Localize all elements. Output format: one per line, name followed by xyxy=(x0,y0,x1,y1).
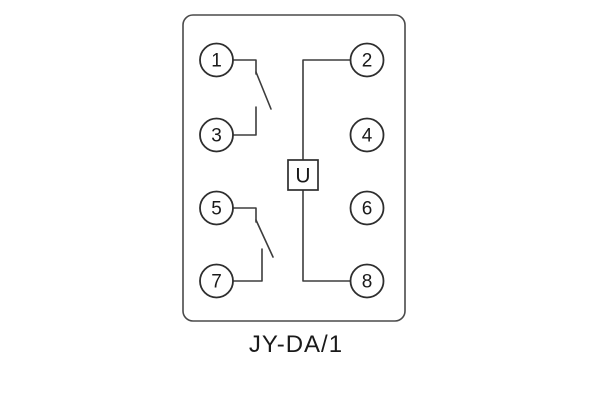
terminal-2-circle xyxy=(349,42,385,78)
terminal-4-circle xyxy=(349,117,385,153)
terminal-2-number: 2 xyxy=(362,51,373,72)
terminal-4-number: 4 xyxy=(362,126,373,147)
terminal-1-number: 1 xyxy=(211,51,222,72)
terminal-6-number: 6 xyxy=(362,199,373,220)
terminal-7-circle xyxy=(199,263,234,299)
terminal-6-circle xyxy=(349,190,385,226)
terminal-7: 7 xyxy=(199,263,234,299)
terminal-5-number: 5 xyxy=(211,199,222,220)
terminal-5-circle xyxy=(199,190,234,226)
terminal-7-number: 7 xyxy=(211,272,222,293)
terminal-3: 3 xyxy=(199,117,234,153)
wire-u-to-terminal8 xyxy=(302,189,351,282)
terminal-3-circle xyxy=(199,117,234,153)
terminal-8-circle xyxy=(349,263,385,299)
wire-terminal2-to-u xyxy=(302,59,351,161)
terminal-3-number: 3 xyxy=(211,126,222,147)
wire-terminal7-lead xyxy=(232,248,263,282)
terminal-6: 6 xyxy=(349,190,385,226)
wire-terminal1-lead xyxy=(232,59,257,75)
relay-body-outline xyxy=(182,14,406,322)
wire-terminal5-lead xyxy=(232,207,257,223)
terminal-5: 5 xyxy=(199,190,234,226)
component-u-box xyxy=(287,159,319,191)
terminal-1-circle xyxy=(199,42,234,78)
terminal-8: 8 xyxy=(349,263,385,299)
wire-terminal3-lead xyxy=(232,106,257,136)
terminal-1: 1 xyxy=(199,42,234,78)
terminal-2: 2 xyxy=(349,42,385,78)
diagram-caption: JY-DA/1 xyxy=(249,331,343,358)
contact-blade-1-3 xyxy=(255,71,272,110)
component-u-label: U xyxy=(295,165,310,188)
terminal-8-number: 8 xyxy=(362,272,373,293)
terminal-4: 4 xyxy=(349,117,385,153)
contact-blade-5-7 xyxy=(255,219,274,258)
